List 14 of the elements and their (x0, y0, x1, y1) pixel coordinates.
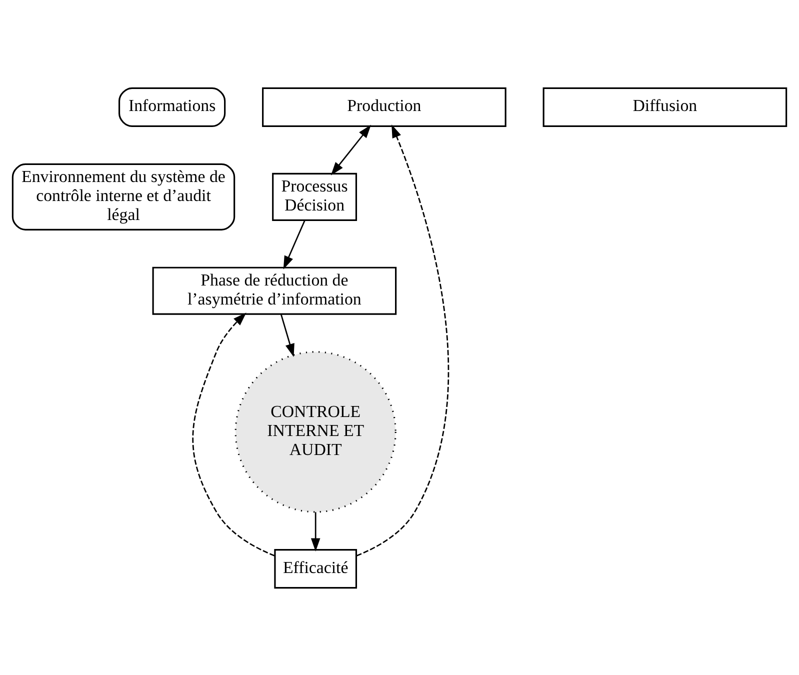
node-box: Efficacité (274, 548, 358, 588)
node-circle: CONTROLE INTERNE ET AUDIT (234, 350, 396, 512)
node-box: Processus Décision (272, 172, 358, 220)
arrow (356, 124, 450, 556)
node-box: Environnement du système de contrôle interne et d’audit légal (12, 162, 236, 230)
arrow (280, 314, 294, 357)
arrow (192, 312, 275, 556)
arrow (283, 219, 306, 269)
arrow (330, 124, 372, 175)
node-box: Phase de réduction de l’asymétrie d’information (152, 266, 397, 314)
node-box: Production (262, 86, 506, 126)
node-box: Diffusion (542, 86, 788, 126)
node-box: Informations (118, 86, 226, 126)
arrow (310, 512, 320, 552)
